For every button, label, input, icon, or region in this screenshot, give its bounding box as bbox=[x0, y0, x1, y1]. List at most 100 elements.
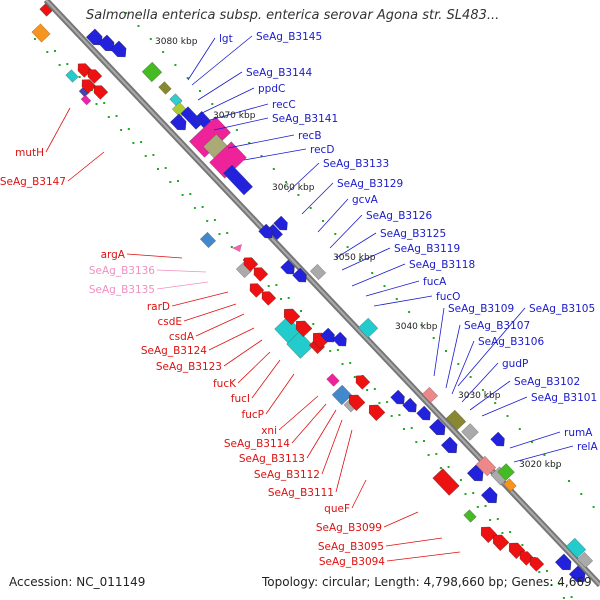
leader-line bbox=[373, 295, 433, 307]
leader-line bbox=[385, 537, 443, 547]
tick-dot bbox=[558, 583, 561, 585]
gene-block bbox=[39, 3, 53, 17]
tick-dot bbox=[435, 453, 438, 455]
gene-arrow bbox=[569, 565, 586, 583]
gene-label-reverse: fucK bbox=[213, 378, 237, 390]
gene-block bbox=[326, 373, 340, 387]
rna-feature bbox=[232, 244, 242, 252]
gene-label-reverse: argA bbox=[101, 249, 126, 261]
gene-arrow bbox=[249, 283, 265, 298]
tick-dot bbox=[469, 376, 472, 378]
tick-dot bbox=[280, 298, 282, 300]
gene-arrow bbox=[258, 223, 273, 239]
tick-dot bbox=[459, 479, 462, 481]
gene-block bbox=[331, 384, 353, 406]
gene-label-reverse: SeAg_B3147 bbox=[0, 176, 66, 188]
gene-arrow bbox=[86, 28, 103, 46]
gene-arrow bbox=[555, 553, 572, 571]
tick-dot bbox=[132, 142, 135, 144]
tick-dot bbox=[54, 50, 56, 52]
tick-dot bbox=[427, 454, 430, 456]
tick-dot bbox=[127, 128, 130, 130]
tick-dot bbox=[395, 298, 398, 300]
gene-arrow bbox=[110, 40, 127, 58]
gene-arrow bbox=[529, 557, 545, 572]
tick-dot bbox=[390, 415, 393, 417]
tick-dot bbox=[66, 63, 69, 65]
leader-line bbox=[287, 162, 320, 193]
tick-dot bbox=[322, 220, 324, 222]
tick-dot bbox=[476, 506, 479, 508]
tick-dot bbox=[137, 25, 140, 27]
gene-arrow bbox=[320, 327, 335, 343]
gene-arrow bbox=[261, 291, 277, 306]
tick-dot bbox=[496, 518, 499, 520]
gene-block bbox=[200, 231, 216, 249]
leader-line bbox=[317, 198, 349, 233]
kbp-tick-label: 3020 kbp bbox=[519, 460, 562, 470]
gene-arrow bbox=[243, 257, 259, 272]
gene-label-forward: fucA bbox=[423, 276, 447, 288]
leader-line bbox=[183, 303, 237, 322]
leader-line bbox=[251, 359, 281, 399]
tick-dot bbox=[349, 362, 352, 364]
tick-dot bbox=[538, 571, 541, 573]
tick-dot bbox=[555, 467, 558, 469]
map-title: Salmonella enterica subsp. enterica sero… bbox=[86, 8, 500, 23]
gene-arrow bbox=[441, 436, 458, 454]
gene-block bbox=[223, 164, 253, 196]
tick-dot bbox=[383, 285, 386, 287]
tick-dot bbox=[120, 129, 123, 131]
leader-line bbox=[156, 269, 207, 273]
tick-dot bbox=[568, 480, 570, 482]
leader-line bbox=[481, 396, 528, 417]
tick-dot bbox=[223, 116, 226, 118]
leader-line bbox=[223, 339, 263, 367]
leader-line bbox=[227, 134, 295, 149]
tick-dot bbox=[531, 441, 534, 443]
gene-label-forward: relA bbox=[577, 441, 598, 453]
gene-label-forward: SeAg_B3129 bbox=[337, 178, 403, 190]
tick-dot bbox=[494, 402, 497, 404]
accession-text: Accession: NC_011149 bbox=[9, 575, 146, 589]
tick-dot bbox=[34, 38, 36, 40]
tick-dot bbox=[140, 141, 143, 143]
tick-dot bbox=[152, 154, 155, 156]
tick-dot bbox=[329, 350, 332, 352]
gene-arrow bbox=[467, 464, 484, 482]
tick-dot bbox=[373, 388, 376, 390]
leader-line bbox=[209, 103, 269, 121]
gene-block bbox=[158, 81, 172, 95]
gene-label-reverse: csdE bbox=[157, 316, 182, 328]
tick-dot bbox=[562, 597, 565, 599]
gene-label-forward: SeAg_B3119 bbox=[394, 243, 460, 255]
leader-line bbox=[197, 71, 243, 101]
gene-label-forward: SeAg_B3141 bbox=[272, 113, 338, 125]
tick-dot bbox=[489, 519, 492, 521]
gene-label-forward: SeAg_B3145 bbox=[256, 31, 322, 43]
gene-label-reverse: SeAg_B3095 bbox=[318, 541, 384, 553]
leader-line bbox=[509, 431, 561, 449]
leader-line bbox=[243, 148, 307, 161]
gene-label-forward: SeAg_B3118 bbox=[409, 259, 475, 271]
tick-dot bbox=[403, 428, 405, 430]
topology-text: Topology: circular; Length: 4,798,660 bp… bbox=[262, 575, 592, 589]
gene-arrow bbox=[87, 69, 103, 84]
gene-label-forward: SeAg_B3125 bbox=[380, 228, 446, 240]
gene-arrow bbox=[253, 267, 269, 282]
tick-dot bbox=[570, 596, 573, 598]
gene-label-forward: rumA bbox=[564, 427, 593, 439]
tick-dot bbox=[149, 38, 152, 40]
kbp-tick-label: 3070 kbp bbox=[213, 111, 256, 121]
leader-line bbox=[351, 479, 367, 509]
gene-label-reverse: csdA bbox=[169, 331, 195, 343]
gene-label-forward: SeAg_B3144 bbox=[246, 67, 312, 79]
tick-dot bbox=[371, 272, 374, 274]
gene-arrow bbox=[295, 320, 313, 337]
gene-block bbox=[463, 509, 477, 523]
gene-label-reverse: xni bbox=[261, 425, 277, 437]
gene-arrow bbox=[508, 542, 526, 559]
label-leader-lines bbox=[45, 35, 574, 562]
